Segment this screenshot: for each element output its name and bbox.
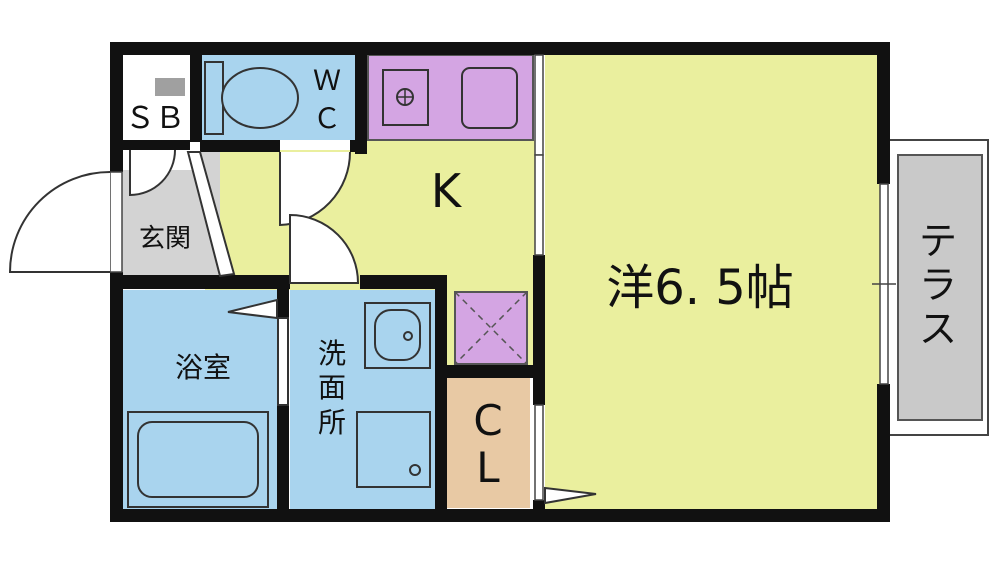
label-closet-c: C: [473, 396, 502, 445]
label-kitchen: K: [431, 164, 463, 218]
storage-box: [120, 55, 190, 140]
bathroom: [122, 290, 277, 510]
washing-machine-space: [356, 411, 431, 488]
closet: [447, 378, 530, 508]
label-storage-box: ＳＢ: [125, 101, 185, 136]
sb-door-swing: [129, 149, 176, 197]
entrance-partition: [186, 151, 236, 278]
label-western-room: 洋6. 5帖: [606, 260, 794, 316]
label-terrace-3: ス: [919, 307, 957, 351]
label-closet-l: L: [476, 443, 500, 492]
label-washroom-1: 洗: [318, 337, 346, 370]
refrigerator-space: [454, 291, 528, 365]
terrace: [887, 139, 989, 436]
kitchen-sink: [461, 67, 518, 129]
label-washroom-3: 所: [318, 406, 346, 439]
label-entrance: 玄関: [139, 224, 191, 254]
label-washroom-2: 面: [318, 371, 346, 404]
toilet-room: [200, 55, 355, 140]
washroom-door-swing: [289, 213, 360, 284]
label-toilet-w: Ｗ: [313, 64, 341, 97]
toilet-tank: [204, 61, 224, 135]
bath-door: [227, 298, 289, 406]
washroom: [290, 290, 435, 510]
label-terrace-1: テ: [919, 219, 957, 263]
label-toilet-c: Ｃ: [313, 102, 341, 135]
label-bath: 浴室: [175, 351, 231, 384]
toilet-bowl: [221, 67, 299, 129]
western-room: [545, 55, 880, 512]
room-door: [544, 486, 597, 505]
entrance-door-swing: [8, 171, 111, 273]
label-terrace-2: ラ: [919, 263, 957, 307]
walls: [110, 42, 890, 522]
kitchen-counter: [367, 54, 534, 141]
toilet-door-swing: [279, 151, 352, 227]
